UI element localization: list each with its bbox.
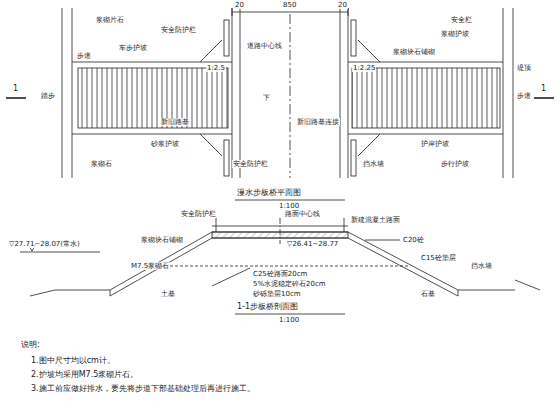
drawing-label: 1:100 — [278, 202, 300, 210]
drawing-label: 步行护坡 — [440, 160, 470, 168]
drawing-label: 安全防护栏 — [180, 210, 217, 218]
drawing-label: 1-1步板桥剖面图 — [236, 302, 299, 311]
drawing-label: M7.5浆砌石 — [130, 262, 170, 270]
drawing-label: 安全栏 — [450, 16, 473, 24]
drawing-label: 步道 — [516, 92, 532, 100]
drawing-label: 道路中心线 — [246, 42, 283, 50]
drawing-label: 说明: — [20, 340, 41, 349]
drawing-label: 浆砌块石铺砌 — [140, 236, 184, 244]
drawing-label: 挡水墙 — [362, 160, 385, 168]
drawing-label: ▽26.41~28.77 — [286, 240, 339, 248]
drawing-label: 浆砌块石铺砌 — [392, 48, 436, 56]
drawing-label: 1 — [12, 84, 19, 93]
drawing-label: 1 — [540, 84, 547, 93]
drawing-label: 下 — [262, 94, 271, 102]
drawing-label: 踏步 — [40, 92, 56, 100]
drawing-label: 1:2.5 — [206, 64, 226, 72]
drawing-label: 2.护坡均采用M7.5浆砌片石。 — [30, 370, 139, 379]
drawing-label: 1.图中尺寸均以cm计。 — [30, 356, 116, 365]
drawing-label: 新旧路基 — [160, 118, 190, 126]
drawing-label: 5%水泥稳定碎石20cm — [252, 280, 327, 288]
drawing-label: 堤顶 — [516, 64, 532, 72]
drawing-label: 挡水墙 — [470, 262, 493, 270]
drawing-label: 新建混凝土路面 — [350, 216, 401, 224]
drawing-label: 石基 — [420, 290, 436, 298]
drawing-label: 车步护坡 — [118, 44, 148, 52]
drawing-label: 路面中心线 — [284, 210, 321, 218]
drawing-label: 砂砾垫层10cm — [252, 290, 302, 298]
drawing-label: 浆砌石 — [90, 160, 113, 168]
drawing-label: C20砼 — [402, 236, 425, 244]
drawing-label: 浆砌片石 — [95, 16, 125, 24]
drawing-label: 850 — [282, 1, 297, 9]
drawing-label: C15砼垫层 — [420, 254, 457, 262]
drawing-label: 新旧路基连接 — [296, 118, 340, 126]
drawing-label: 砂浆护坡 — [150, 140, 180, 148]
drawing-label: C25砼路面20cm — [252, 270, 308, 278]
drawing-label: 土基 — [160, 290, 176, 298]
drawing-label: 20 — [337, 1, 348, 9]
drawing-label: 1:2.25 — [352, 64, 376, 72]
drawing-label: 安全防护栏 — [160, 26, 197, 34]
drawing-label: 20 — [234, 1, 245, 9]
drawing-label: 1:100 — [278, 316, 300, 324]
drawing-label: 漫水步板桥平面图 — [236, 188, 302, 197]
drawing-label: 3.施工前应做好排水，要先将步道下部基础处理后再进行施工。 — [30, 384, 256, 393]
drawing-label: 护岸护坡 — [420, 140, 450, 148]
drawing-label: 浆砌护坡 — [440, 30, 470, 38]
drawing-label: ▽27.71~28.07(常水) — [8, 240, 81, 248]
drawing-label: 安全防护栏 — [232, 160, 269, 168]
drawing-label: 步道 — [76, 52, 92, 60]
